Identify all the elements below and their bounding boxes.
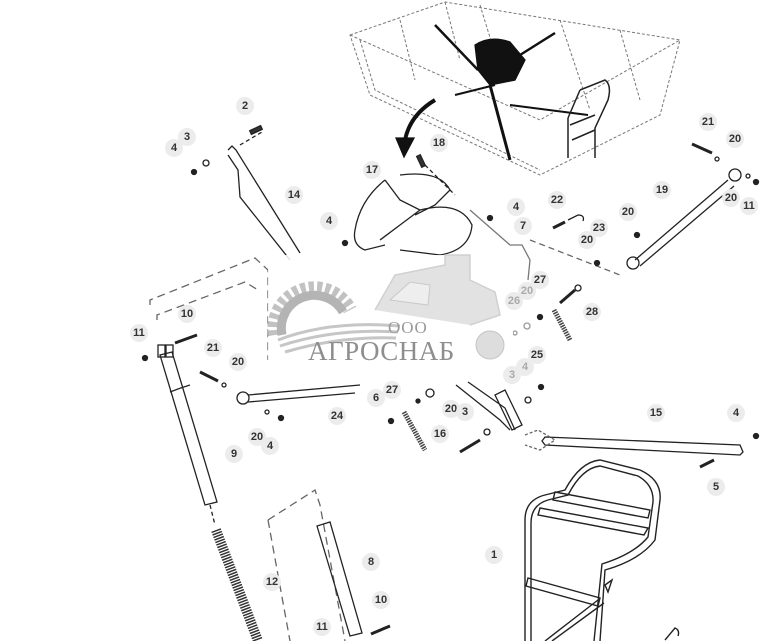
callout-5: 5 xyxy=(707,478,725,496)
callout-24: 24 xyxy=(328,407,346,425)
callout-7: 7 xyxy=(514,217,532,235)
callout-1: 1 xyxy=(485,546,503,564)
part-17-cover xyxy=(353,173,473,256)
callout-19: 19 xyxy=(653,181,671,199)
callout-14: 14 xyxy=(285,186,303,204)
callout-11: 11 xyxy=(130,324,148,342)
callout-20: 20 xyxy=(229,353,247,371)
callout-2: 2 xyxy=(236,97,254,115)
part-9-tube xyxy=(159,351,218,506)
callout-15: 15 xyxy=(647,404,665,422)
callout-18: 18 xyxy=(430,134,448,152)
spring-27-upper xyxy=(551,308,573,342)
callout-16: 16 xyxy=(431,425,449,443)
callout-12: 12 xyxy=(263,573,281,591)
callout-3: 3 xyxy=(503,366,521,384)
part-14-arm xyxy=(227,145,301,261)
watermark-logo xyxy=(267,254,513,375)
callout-20: 20 xyxy=(442,400,460,418)
callout-20: 20 xyxy=(578,231,596,249)
callout-17: 17 xyxy=(363,161,381,179)
part-8-tube xyxy=(316,521,363,637)
callout-28: 28 xyxy=(583,303,601,321)
callout-4: 4 xyxy=(261,437,279,455)
callout-21: 21 xyxy=(699,113,717,131)
callout-4: 4 xyxy=(320,212,338,230)
tank-mechanism xyxy=(474,38,526,86)
callout-3: 3 xyxy=(456,403,474,421)
callout-23: 23 xyxy=(590,219,608,237)
callout-11: 11 xyxy=(313,618,331,636)
callout-8: 8 xyxy=(362,553,380,571)
grain-tank-overview xyxy=(349,1,681,176)
watermark-prefix: ООО xyxy=(388,318,428,337)
callout-21: 21 xyxy=(204,339,222,357)
callout-4: 4 xyxy=(727,404,745,422)
callout-4: 4 xyxy=(165,139,183,157)
watermark-name: АГРОСНАБ xyxy=(308,336,455,366)
callout-25: 25 xyxy=(528,346,546,364)
spring-27-lower xyxy=(401,410,428,452)
part-7-bracket xyxy=(469,209,531,281)
callout-10: 10 xyxy=(178,305,196,323)
callout-6: 6 xyxy=(367,389,385,407)
callout-10: 10 xyxy=(372,591,390,609)
callout-26: 26 xyxy=(505,292,523,310)
part-24-rod xyxy=(247,384,361,403)
callout-20: 20 xyxy=(619,203,637,221)
direction-arrow xyxy=(403,98,437,141)
callout-20: 20 xyxy=(722,189,740,207)
spring-12 xyxy=(211,528,263,641)
callout-11: 11 xyxy=(740,197,758,215)
callout-20: 20 xyxy=(518,282,536,300)
callout-20: 20 xyxy=(726,130,744,148)
callout-27: 27 xyxy=(383,381,401,399)
callout-27: 27 xyxy=(531,271,549,289)
callout-22: 22 xyxy=(548,191,566,209)
part-15-bar xyxy=(541,436,744,456)
callout-4: 4 xyxy=(507,198,525,216)
part-19-rod xyxy=(634,179,735,267)
callout-9: 9 xyxy=(225,445,243,463)
part-1-ladder xyxy=(524,459,680,641)
callout-3: 3 xyxy=(178,128,196,146)
